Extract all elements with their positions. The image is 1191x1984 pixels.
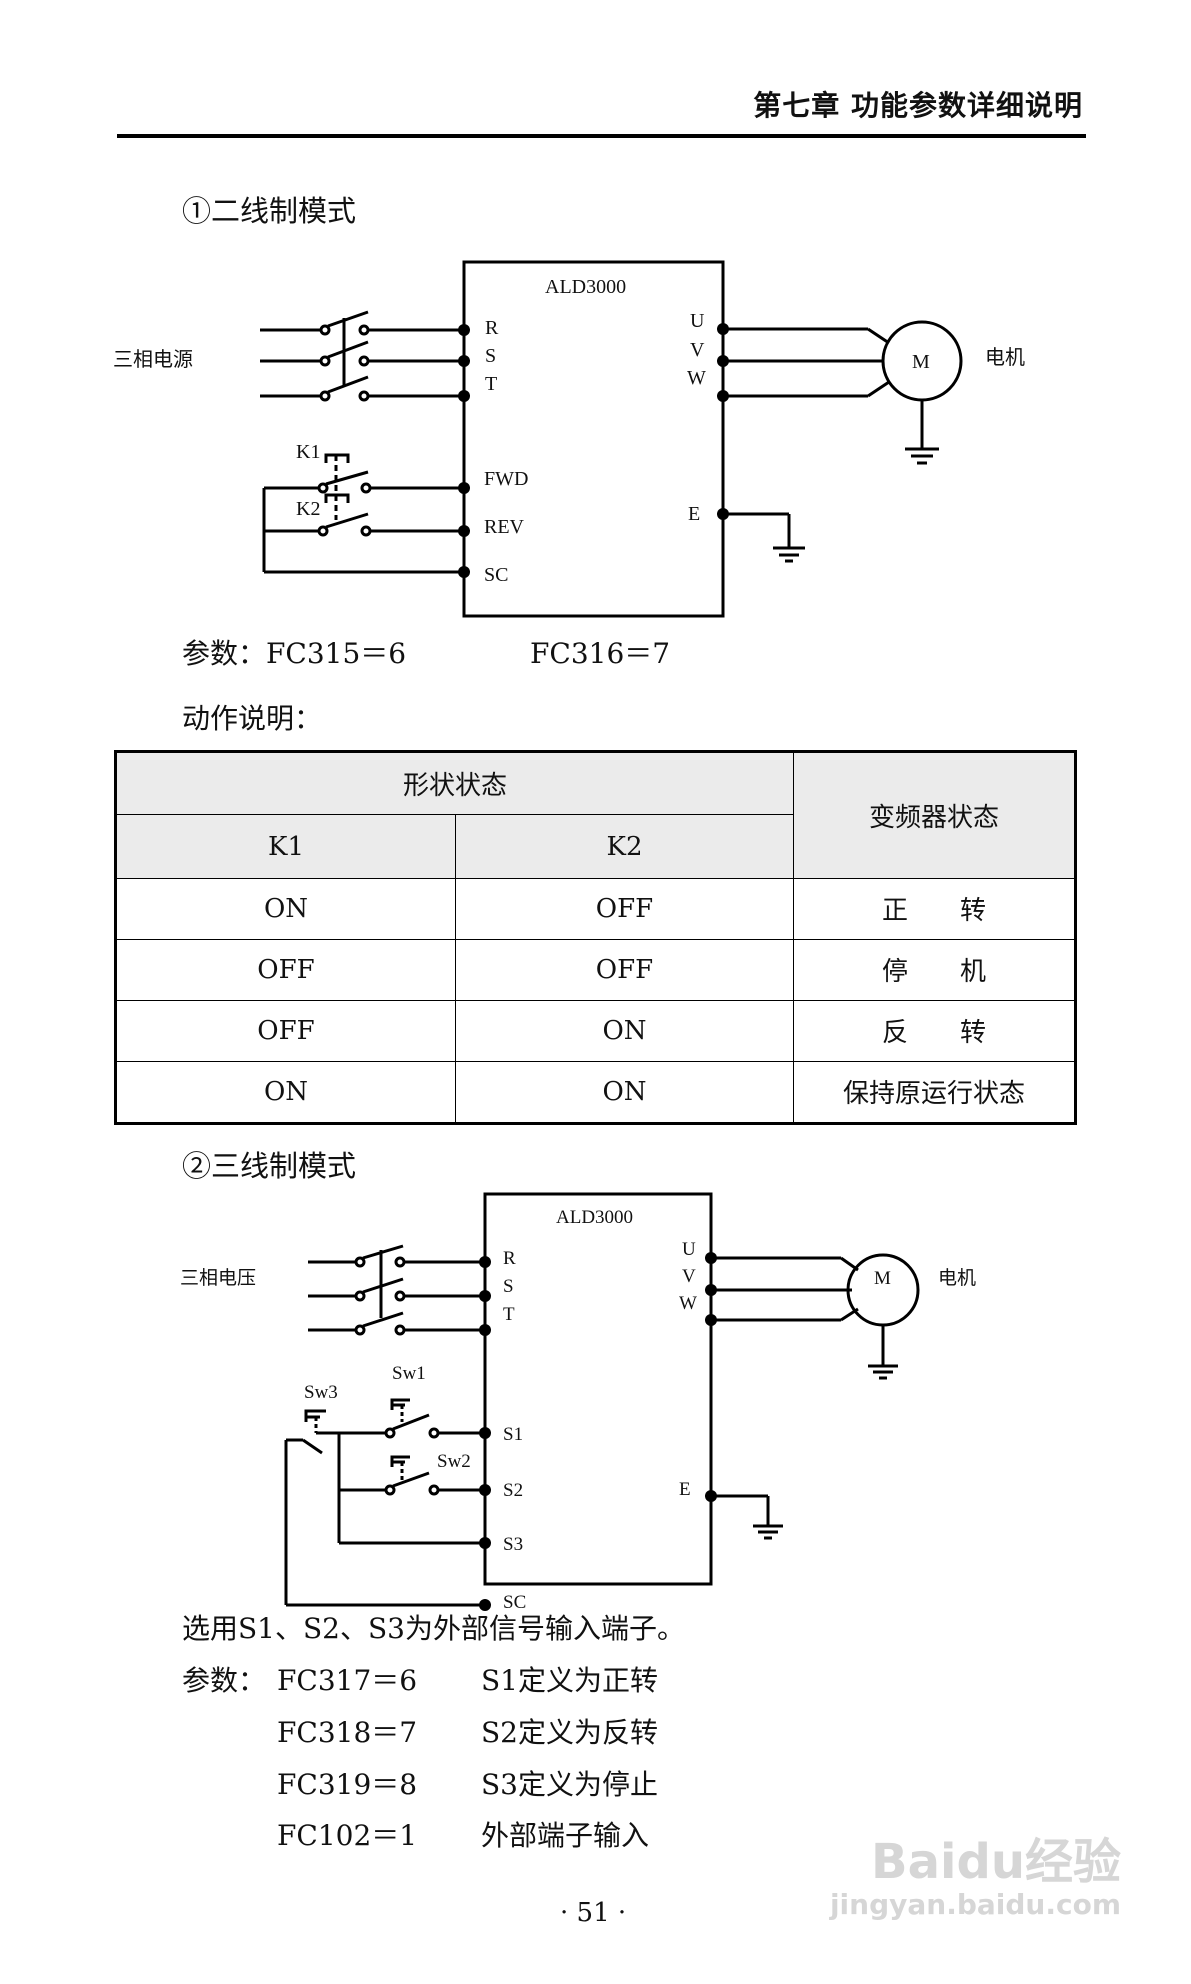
param-fc317: FC317＝6: [277, 1664, 418, 1697]
param-fc315: 参数：FC315＝6: [182, 637, 407, 670]
device-label-2: ALD3000: [556, 1207, 633, 1228]
terminal-r-2: R: [503, 1248, 516, 1269]
inverter-box-1: [462, 260, 725, 618]
terminal-r: R: [485, 317, 499, 339]
param-fc319-desc: S3定义为停止: [481, 1768, 658, 1801]
param-fc318: FC318＝7: [277, 1716, 418, 1749]
terminal-v-2: V: [682, 1266, 696, 1287]
param-fc317-desc: S1定义为正转: [481, 1664, 658, 1697]
params-prefix: 参数：: [182, 1664, 267, 1697]
terminal-w-2: W: [679, 1293, 697, 1314]
action-title: 动作说明：: [182, 702, 323, 735]
k2-cell: ON: [455, 999, 794, 1062]
param-fc102: FC102＝1: [277, 1819, 418, 1852]
param-fc318-desc: S2定义为反转: [481, 1716, 658, 1749]
page-number: · 51 ·: [560, 1898, 627, 1928]
group-header: 形状状态: [115, 751, 794, 815]
param-fc102-desc: 外部端子输入: [481, 1819, 650, 1852]
power-label-2: 三相电压: [180, 1267, 256, 1289]
motor-symbol-2: M: [874, 1268, 891, 1289]
k2-cell: OFF: [455, 878, 794, 940]
terminal-sc: SC: [484, 564, 508, 586]
terminal-e-2: E: [679, 1479, 691, 1500]
switch-sw3-label: Sw3: [304, 1382, 338, 1403]
state-header: 变频器状态: [793, 751, 1076, 879]
terminal-v: V: [690, 339, 705, 361]
header-divider: [117, 134, 1086, 138]
param-fc319: FC319＝8: [277, 1768, 418, 1801]
terminal-s1: S1: [503, 1424, 523, 1445]
device-label-1: ALD3000: [545, 276, 626, 298]
terminal-s2: S2: [503, 1480, 523, 1501]
state-cell: 保持原运行状态: [793, 1060, 1076, 1125]
power-label-1: 三相电源: [113, 348, 193, 371]
k1-cell: ON: [115, 1060, 456, 1125]
switch-sw1-label: Sw1: [392, 1363, 426, 1384]
switch-k2-label: K2: [296, 498, 320, 520]
motor-label-1: 电机: [985, 346, 1025, 369]
switch-k1-label: K1: [296, 441, 320, 463]
switch-sw2-label: Sw2: [437, 1451, 471, 1472]
terminal-e: E: [688, 503, 700, 525]
terminal-s-2: S: [503, 1276, 514, 1297]
col-k2: K2: [455, 814, 794, 879]
k1-cell: OFF: [115, 999, 456, 1062]
terminal-s3: S3: [503, 1534, 523, 1555]
col-k1: K1: [115, 814, 456, 879]
section2-title: ②三线制模式: [182, 1149, 357, 1183]
watermark-url: jingyan.baidu.com: [829, 1888, 1121, 1921]
terminal-fwd: FWD: [484, 468, 528, 490]
terminal-s: S: [485, 345, 496, 367]
terminal-u: U: [690, 310, 705, 332]
chapter-header: 第七章 功能参数详细说明: [753, 89, 1083, 122]
terminal-sc-2: SC: [503, 1592, 526, 1613]
motor-symbol-1: M: [912, 351, 930, 373]
terminal-u-2: U: [682, 1239, 696, 1260]
param-fc316: FC316＝7: [530, 637, 671, 670]
watermark-brand: Baidu经验: [871, 1834, 1121, 1890]
terminal-rev: REV: [484, 516, 525, 538]
motor-label-2: 电机: [938, 1267, 976, 1289]
terminal-note: 选用S1、S2、S3为外部信号输入端子。: [182, 1612, 685, 1645]
terminal-t-2: T: [503, 1304, 515, 1325]
k2-cell: ON: [455, 1060, 794, 1125]
section1-title: ①二线制模式: [182, 194, 357, 228]
terminal-w: W: [687, 367, 706, 389]
terminal-t: T: [485, 373, 497, 395]
state-cell: 正 转: [793, 878, 1076, 940]
